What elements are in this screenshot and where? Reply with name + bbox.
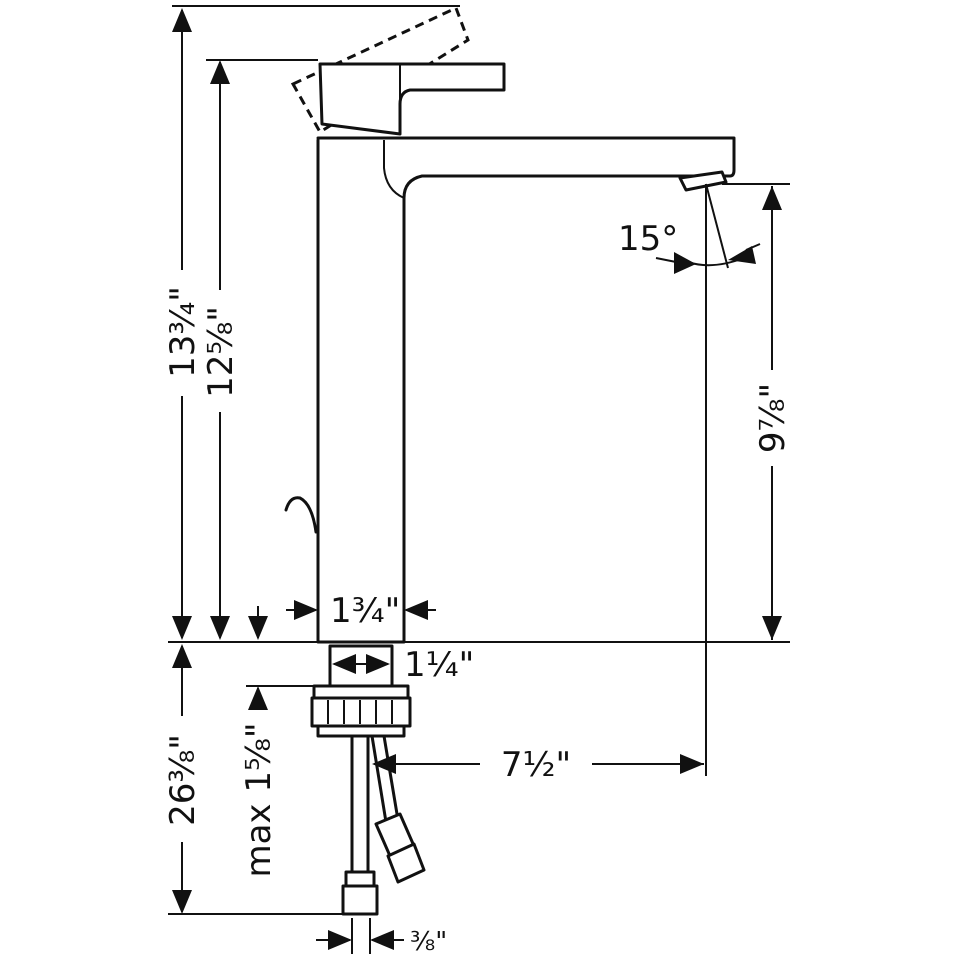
supply-hose-straight (341, 734, 379, 916)
label-spout-clearance: 9⅞" (753, 383, 793, 453)
label-supply-connection: ⅜" (410, 927, 447, 957)
label-spout-angle: 15° (618, 219, 678, 259)
mounting-nut (310, 684, 412, 738)
faucet-outline (284, 5, 736, 916)
label-spout-reach: 7½" (501, 745, 571, 785)
lever-raised-outline (290, 5, 470, 135)
label-max-deck-thickness: max 1⅝" (239, 722, 279, 877)
label-shank-diameter: 1¼" (404, 645, 474, 685)
dimension-lines (168, 5, 790, 954)
popup-rod (284, 496, 318, 534)
label-body-width: 1¾" (330, 591, 400, 631)
faucet-body (316, 136, 736, 644)
label-overall-height: 13¾" (163, 286, 203, 378)
lever-handle (318, 62, 506, 136)
label-supply-length: 26⅜" (163, 734, 203, 826)
label-body-height: 12⅝" (201, 306, 241, 398)
spout-junction-curve (383, 140, 405, 199)
supply-hose-angled (370, 734, 426, 884)
aerator (678, 170, 728, 192)
dimension-labels: 13¾" 12⅝" 9⅞" 15° 1¾" 1¼" 7½" 26⅜" max 1… (163, 219, 793, 957)
